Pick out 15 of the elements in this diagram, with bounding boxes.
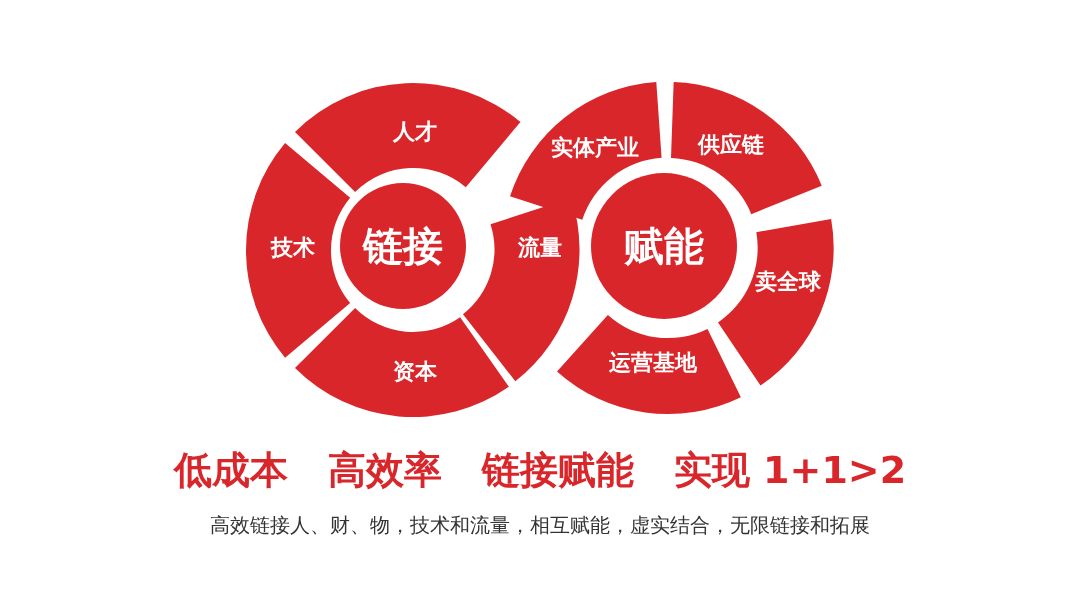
segment-label: 卖全球 [755, 268, 821, 296]
slogan-text: 高效率 [327, 447, 442, 494]
slogan-text: 实现 1+1>2 [673, 447, 907, 494]
center-label: 链接 [363, 221, 443, 271]
caption: 高效链接人、财、物，技术和流量，相互赋能，虚实结合，无限链接和拓展 [209, 512, 871, 539]
segment-label: 技术 [271, 234, 315, 262]
center-label: 赋能 [624, 221, 704, 271]
segment-label: 实体产业 [551, 134, 639, 162]
slogan-text: 链接赋能 [481, 447, 634, 494]
segment-label: 流量 [518, 234, 562, 262]
segment-label: 运营基地 [609, 349, 697, 377]
slogan-text: 低成本 [173, 447, 288, 494]
segment-label: 人才 [393, 118, 437, 146]
segment-label: 供应链 [698, 131, 764, 159]
segment-label: 资本 [393, 358, 437, 386]
